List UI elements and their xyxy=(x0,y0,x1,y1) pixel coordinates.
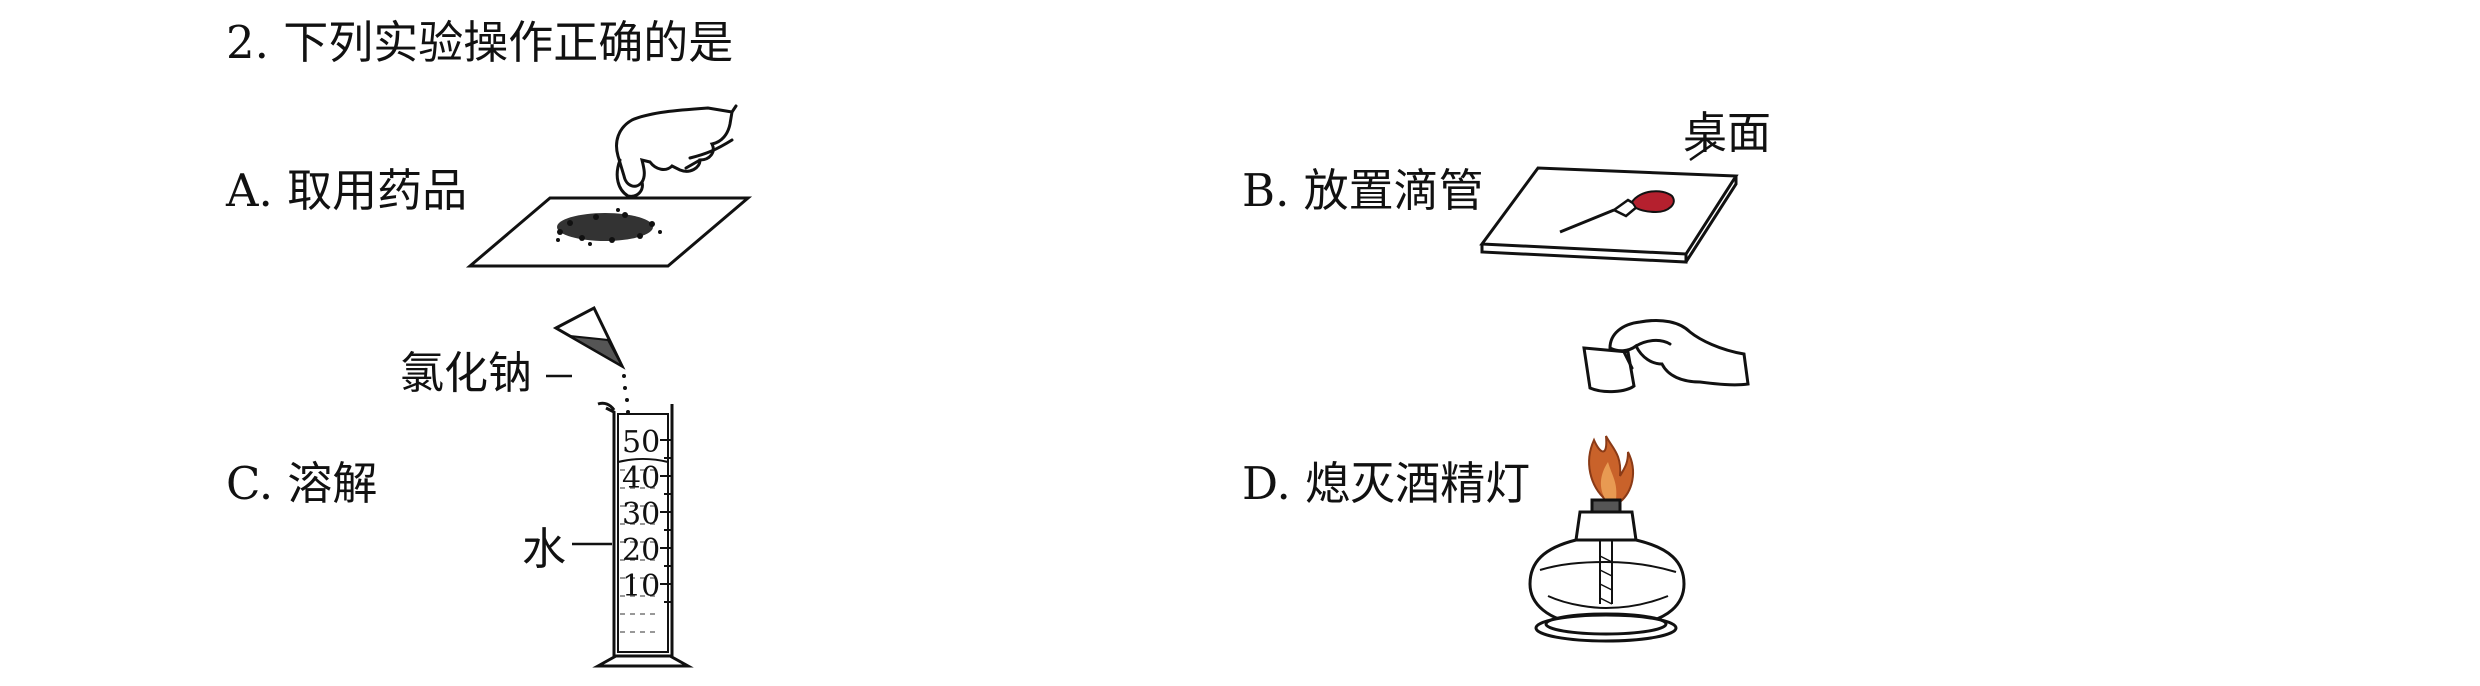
falling-grains xyxy=(622,374,630,414)
alcohol-lamp-icon xyxy=(1528,498,1686,643)
cylinder-tick-10: 10 xyxy=(622,569,661,604)
paper-sheet xyxy=(465,196,753,268)
powder-icon xyxy=(556,208,662,246)
cylinder-tick-40: 40 xyxy=(622,461,661,496)
figure-c-dissolve xyxy=(546,305,694,668)
cylinder-tick-20: 20 xyxy=(622,533,661,568)
option-a: A. 取用药品 xyxy=(226,164,468,217)
measuring-cylinder-icon xyxy=(592,401,694,668)
desk-label: 桌面 xyxy=(1683,108,1771,159)
water-label: 水 xyxy=(522,524,566,575)
paper-cone-icon xyxy=(552,305,626,370)
option-b: B. 放置滴管 xyxy=(1242,164,1484,217)
flame-icon xyxy=(1588,435,1635,504)
dropper-icon xyxy=(1559,190,1675,234)
option-d: D. 熄灭酒精灯 xyxy=(1242,457,1531,510)
figure-a-take-reagent xyxy=(465,104,753,268)
hand-icon xyxy=(1608,318,1750,387)
figure-d-extinguish-lamp xyxy=(1528,318,1750,643)
lamp-cap-icon xyxy=(1582,346,1636,394)
desk-leader-line xyxy=(1689,140,1717,162)
sodium-chloride-label: 氯化钠 xyxy=(400,348,532,399)
cylinder-tick-30: 30 xyxy=(622,497,661,532)
cylinder-tick-50: 50 xyxy=(622,425,661,460)
hand-icon xyxy=(615,104,738,198)
option-c: C. 溶解 xyxy=(226,457,378,510)
question-stem: 2. 下列实验操作正确的是 xyxy=(226,16,734,69)
figure-b-place-dropper xyxy=(1479,140,1739,264)
